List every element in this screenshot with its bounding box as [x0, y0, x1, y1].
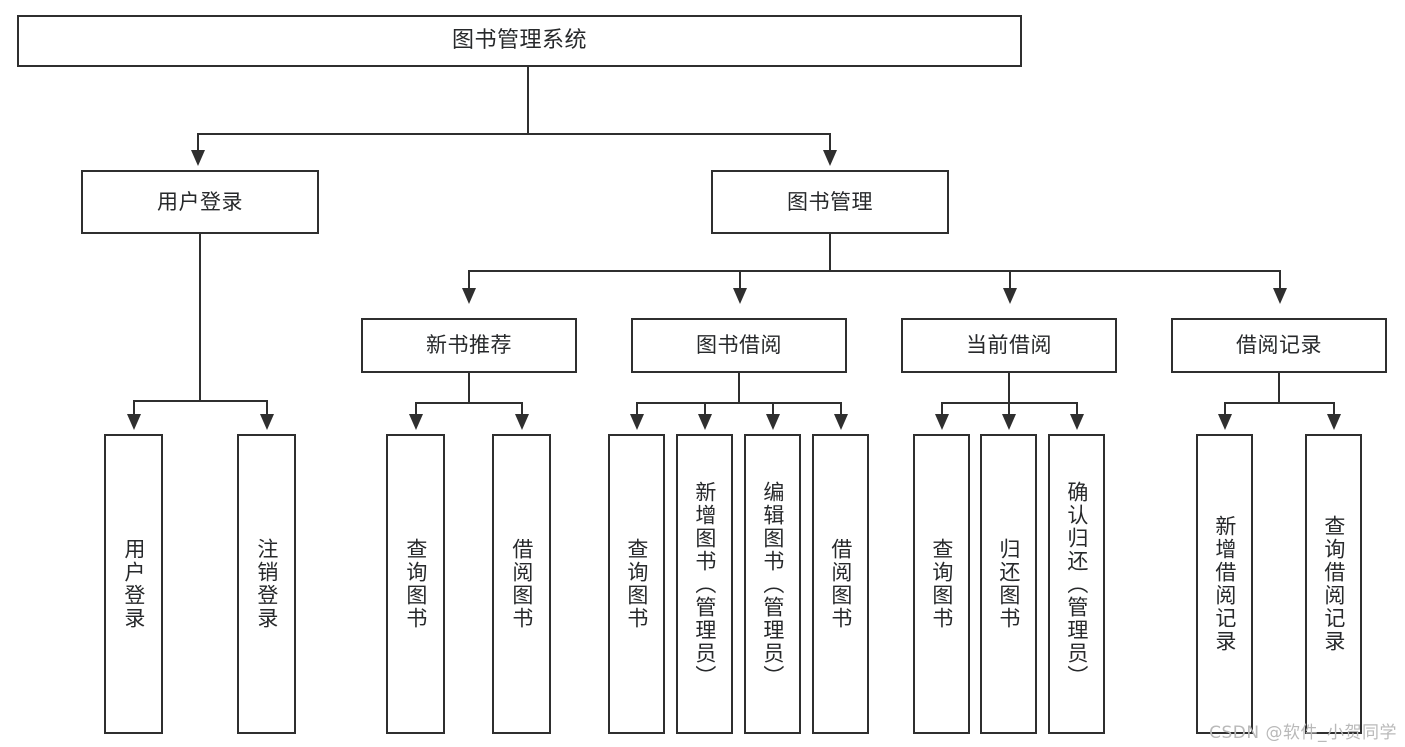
connector-book-mgmt-stem: [829, 234, 831, 271]
connector-book-borrow-drop-1: [636, 402, 638, 416]
connector-new-book-stem: [468, 373, 470, 403]
connector-root-to-book-mgmt: [829, 133, 831, 153]
connector-new-book-bus: [415, 402, 522, 404]
connector-book-mgmt-bus: [468, 270, 1280, 272]
node-book-borrow[interactable]: 图书借阅: [631, 318, 847, 373]
leaf-borrow-book-recommend[interactable]: 借阅图书: [492, 434, 551, 734]
arrowhead-leaf-logout: [260, 414, 274, 430]
node-label: 当前借阅: [966, 333, 1052, 358]
leaf-query-book-borrow[interactable]: 查询图书: [608, 434, 665, 734]
arrowhead-leaf-return-book: [1002, 414, 1016, 430]
connector-current-borrow-drop-3: [1076, 402, 1078, 416]
arrowhead-leaf-query-book-2: [630, 414, 644, 430]
connector-borrow-record-drop-1: [1224, 402, 1226, 416]
node-label: 新增借阅记录: [1212, 515, 1237, 653]
node-label: 图书借阅: [696, 333, 782, 358]
node-label: 查询图书: [403, 538, 428, 630]
leaf-edit-book-admin[interactable]: 编辑图书（管理员）: [744, 434, 801, 734]
connector-borrow-record-stem: [1278, 373, 1280, 403]
connector-current-borrow-drop-2: [1008, 402, 1010, 416]
leaf-query-borrow-record[interactable]: 查询借阅记录: [1305, 434, 1362, 734]
arrowhead-current-borrow: [1003, 288, 1017, 304]
leaf-logout[interactable]: 注销登录: [237, 434, 296, 734]
connector-book-borrow-drop-3: [772, 402, 774, 416]
connector-book-borrow-stem: [738, 373, 740, 403]
node-label: 借阅记录: [1236, 333, 1322, 358]
connector-root-bus: [197, 133, 830, 135]
leaf-return-book[interactable]: 归还图书: [980, 434, 1037, 734]
node-label: 新增图书（管理员）: [692, 480, 717, 688]
node-root-system[interactable]: 图书管理系统: [17, 15, 1022, 67]
arrowhead-leaf-borrow-book-2: [834, 414, 848, 430]
node-label: 编辑图书（管理员）: [760, 480, 785, 688]
connector-user-login-stem: [199, 234, 201, 401]
connector-borrow-record-drop-2: [1333, 402, 1335, 416]
arrowhead-book-borrow: [733, 288, 747, 304]
node-new-book-recommend[interactable]: 新书推荐: [361, 318, 577, 373]
connector-book-borrow-bus: [636, 402, 840, 404]
leaf-query-book-recommend[interactable]: 查询图书: [386, 434, 445, 734]
node-user-login[interactable]: 用户登录: [81, 170, 319, 234]
connector-book-borrow-drop-4: [840, 402, 842, 416]
connector-book-mgmt-drop-1: [468, 270, 470, 290]
arrowhead-leaf-query-record: [1327, 414, 1341, 430]
node-label: 确认归还（管理员）: [1064, 480, 1089, 688]
connector-borrow-record-bus: [1224, 402, 1333, 404]
arrowhead-new-book-recommend: [462, 288, 476, 304]
arrowhead-user-login: [191, 150, 205, 166]
node-label: 注销登录: [254, 538, 279, 630]
leaf-add-book-admin[interactable]: 新增图书（管理员）: [676, 434, 733, 734]
node-label: 归还图书: [996, 538, 1021, 630]
node-label: 查询图书: [929, 538, 954, 630]
connector-root-stem: [527, 67, 529, 134]
arrowhead-leaf-add-record: [1218, 414, 1232, 430]
connector-user-login-drop-2: [266, 400, 268, 416]
node-label: 借阅图书: [509, 538, 534, 630]
connector-current-borrow-drop-1: [941, 402, 943, 416]
node-label: 图书管理系统: [451, 28, 587, 54]
arrowhead-leaf-query-book-3: [935, 414, 949, 430]
node-label: 查询借阅记录: [1321, 515, 1346, 653]
connector-new-book-drop-1: [415, 402, 417, 416]
connector-user-login-bus: [133, 400, 267, 402]
connector-root-to-user-login: [197, 133, 199, 153]
arrowhead-leaf-query-book-1: [409, 414, 423, 430]
connector-book-mgmt-drop-3: [1009, 270, 1011, 290]
node-label: 新书推荐: [426, 333, 512, 358]
leaf-query-book-current[interactable]: 查询图书: [913, 434, 970, 734]
connector-book-borrow-drop-2: [704, 402, 706, 416]
node-label: 用户登录: [121, 538, 146, 630]
node-label: 图书管理: [787, 189, 873, 214]
node-book-management[interactable]: 图书管理: [711, 170, 949, 234]
connector-book-mgmt-drop-2: [739, 270, 741, 290]
node-label: 查询图书: [624, 538, 649, 630]
leaf-user-login[interactable]: 用户登录: [104, 434, 163, 734]
connector-book-mgmt-drop-4: [1279, 270, 1281, 290]
leaf-confirm-return-admin[interactable]: 确认归还（管理员）: [1048, 434, 1105, 734]
arrowhead-leaf-user-login: [127, 414, 141, 430]
connector-user-login-drop-1: [133, 400, 135, 416]
arrowhead-leaf-add-book: [698, 414, 712, 430]
node-current-borrow[interactable]: 当前借阅: [901, 318, 1117, 373]
arrowhead-borrow-record: [1273, 288, 1287, 304]
arrowhead-leaf-borrow-book-1: [515, 414, 529, 430]
arrowhead-book-mgmt: [823, 150, 837, 166]
connector-new-book-drop-2: [521, 402, 523, 416]
connector-current-borrow-stem: [1008, 373, 1010, 403]
node-borrow-record[interactable]: 借阅记录: [1171, 318, 1387, 373]
leaf-borrow-book[interactable]: 借阅图书: [812, 434, 869, 734]
node-label: 借阅图书: [828, 538, 853, 630]
leaf-add-borrow-record[interactable]: 新增借阅记录: [1196, 434, 1253, 734]
arrowhead-leaf-edit-book: [766, 414, 780, 430]
node-label: 用户登录: [157, 189, 243, 214]
arrowhead-leaf-confirm-return: [1070, 414, 1084, 430]
